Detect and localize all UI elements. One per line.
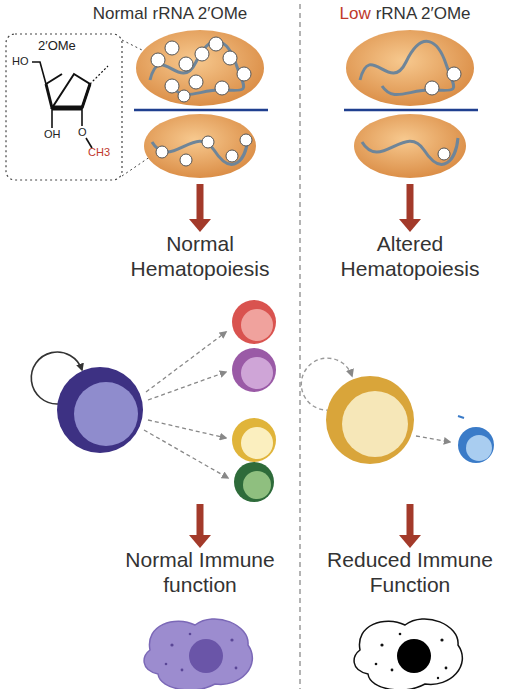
ribosome-low xyxy=(344,30,478,178)
stem-cell xyxy=(326,376,414,464)
ribosome-group: Low rRNA 2′OMe xyxy=(320,4,500,184)
chemistry-label: OH xyxy=(44,128,61,140)
progeny-nucleus xyxy=(243,471,271,499)
ribosome-group: NormalrRNA 2′OMe xyxy=(100,4,300,184)
macrophage-normal xyxy=(144,619,252,689)
large-subunit xyxy=(346,30,474,106)
progeny-nucleus xyxy=(241,309,273,341)
stage-title: Altered Hematopoiesis xyxy=(325,232,495,282)
column-heading: Low xyxy=(339,4,370,24)
progeny-nucleus xyxy=(241,357,273,389)
progeny-nucleus xyxy=(241,427,273,459)
sugar-inset xyxy=(6,34,160,180)
column-heading: rRNA 2′OMe xyxy=(376,4,471,24)
progeny-cell xyxy=(458,427,494,463)
sugar-ring-edge xyxy=(82,84,90,108)
stem-cell-nucleus xyxy=(74,382,138,446)
rrna-strand xyxy=(360,41,454,94)
cell-body xyxy=(354,619,462,689)
granules xyxy=(165,633,238,672)
normal-hematopoiesis-cells xyxy=(31,300,276,502)
granules xyxy=(375,633,448,680)
methyl-marks xyxy=(151,37,252,166)
flow-arrow xyxy=(189,184,211,232)
small-subunit xyxy=(144,114,256,178)
stage-title: Normal Hematopoiesis xyxy=(115,232,285,282)
chemistry-label: O xyxy=(78,126,87,138)
cell-nucleus xyxy=(189,639,223,673)
progeny-cell xyxy=(232,300,276,344)
column-divider xyxy=(299,4,301,689)
progeny-cell xyxy=(234,462,274,502)
stem-cell xyxy=(57,367,143,453)
flow-arrow xyxy=(399,184,421,232)
bond xyxy=(32,62,46,84)
inset-frame xyxy=(6,34,122,180)
large-subunit xyxy=(136,30,264,106)
rrna-strand xyxy=(152,138,248,164)
ribosome-normal xyxy=(134,30,268,178)
chemistry-label: 2′OMe xyxy=(38,38,76,53)
stage-title: Reduced Immune Function xyxy=(320,548,500,598)
rrna-strand xyxy=(362,138,458,164)
mrna-line xyxy=(344,109,478,112)
stem-cell-nucleus xyxy=(342,391,408,457)
altered-hematopoiesis-cells xyxy=(301,358,494,464)
stage-group: Normal Immune function xyxy=(100,548,300,689)
rrna-strand xyxy=(150,41,244,94)
macrophage-reduced xyxy=(354,619,462,689)
progeny-cell xyxy=(232,348,276,392)
differentiation-arrows xyxy=(144,332,228,478)
small-subunit xyxy=(354,114,466,178)
column-heading: rRNA 2′OMe xyxy=(152,4,247,24)
flow-arrow xyxy=(399,504,421,548)
cell-nucleus xyxy=(397,639,431,673)
progeny-cell xyxy=(232,418,276,462)
differentiation-arrow xyxy=(416,436,450,442)
stage-group: Altered Hematopoiesis xyxy=(320,232,510,504)
stage-group: Reduced Immune Function xyxy=(320,548,500,689)
sugar-ring-edge xyxy=(46,84,52,108)
bond xyxy=(81,108,83,126)
methyl-marks xyxy=(425,67,461,160)
bond xyxy=(90,66,108,84)
debris-mark xyxy=(458,416,464,418)
mrna-line xyxy=(134,109,268,112)
sugar-ring-edge xyxy=(52,106,82,111)
progeny-nucleus xyxy=(466,435,492,461)
stage-group: Normal Hematopoiesis xyxy=(40,232,300,504)
bond xyxy=(51,108,53,128)
column-heading: Normal xyxy=(93,4,148,24)
stage-title: Normal Immune function xyxy=(110,548,290,598)
flow-arrow xyxy=(189,504,211,548)
chemistry-label: CH3 xyxy=(88,146,110,158)
chemistry-label: HO xyxy=(12,55,29,67)
sugar-ring xyxy=(46,74,90,108)
cell-body xyxy=(144,619,252,689)
heading-row: NormalrRNA 2′OMe xyxy=(70,4,270,24)
heading-row: Low rRNA 2′OMe xyxy=(305,4,505,24)
